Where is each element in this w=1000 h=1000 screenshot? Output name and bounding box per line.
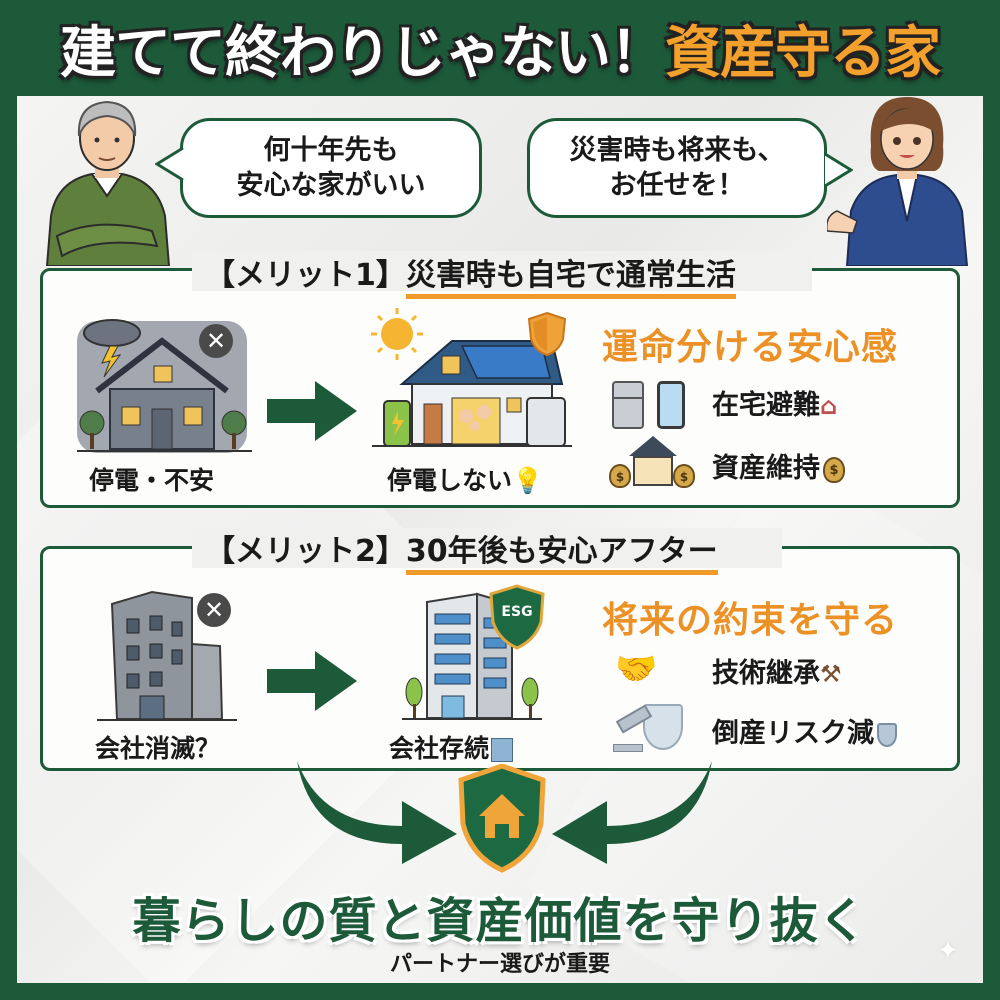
title-backdrop bbox=[192, 251, 812, 291]
collapsed-building-icon bbox=[97, 590, 237, 721]
merit-heading: 30年後も安心アフター bbox=[405, 534, 718, 575]
benefit-label: 在宅避難 bbox=[712, 390, 820, 421]
right-arrow-icon bbox=[267, 381, 357, 441]
title-backdrop bbox=[192, 528, 782, 568]
bubble-line: 何十年先も bbox=[263, 134, 399, 166]
house-icon: ⌂ bbox=[820, 392, 838, 420]
hammer-icon: ⚒ bbox=[820, 660, 842, 688]
content-panel: 何十年先も 安心な家がいい 災害時も将来も、 お任せを！ 【メリット1】災害時も… bbox=[17, 96, 983, 983]
merit-2-title: 【メリット2】30年後も安心アフター bbox=[197, 526, 726, 575]
merit-1-headline: 運命分ける安心感 bbox=[602, 327, 899, 368]
header: 建てて終わりじゃない！資産守る家 bbox=[0, 0, 1000, 96]
benefit-label: 資産維持 bbox=[712, 453, 820, 484]
merit-1-title: 【メリット1】災害時も自宅で通常生活 bbox=[197, 250, 744, 299]
benefit-label: 技術継承 bbox=[712, 658, 820, 689]
title-main: 建てて終わりじゃない！ bbox=[60, 20, 666, 86]
after-caption: 会社存続 bbox=[389, 729, 514, 765]
after-caption: 停電しない💡 bbox=[387, 461, 543, 497]
customer-speech-bubble: 何十年先も 安心な家がいい bbox=[180, 118, 482, 218]
curved-arrow-left-icon bbox=[552, 761, 712, 864]
lightbulb-icon: 💡 bbox=[512, 466, 544, 495]
merit-2-headline: 将来の約束を守る bbox=[602, 600, 899, 641]
after-caption-text: 停電しない bbox=[387, 466, 513, 495]
footer-subline: パートナー選びが重要 bbox=[389, 952, 610, 977]
speech-tail bbox=[155, 146, 184, 182]
right-arrow-icon bbox=[267, 651, 357, 711]
x-mark-icon: ✕ bbox=[199, 324, 233, 358]
bubble-line: 災害時も将来も、 bbox=[569, 134, 785, 166]
page-title: 建てて終わりじゃない！資産守る家 bbox=[60, 8, 941, 89]
benefit-item: 技術継承⚒ bbox=[712, 651, 842, 690]
after-caption-text: 会社存続 bbox=[389, 734, 490, 763]
merit-label: 【メリット1】 bbox=[205, 258, 406, 293]
elderly-man-illustration bbox=[45, 100, 171, 266]
house-with-money-bags-icon: $ $ bbox=[607, 436, 697, 491]
speech-tail bbox=[824, 152, 853, 188]
benefit-item: 倒産リスク減 bbox=[712, 711, 897, 750]
handshake-icon: 🤝 bbox=[615, 649, 658, 689]
benefit-item: 在宅避難⌂ bbox=[712, 383, 837, 422]
footer-headline: 暮らしの質と資産価値を守り抜く bbox=[132, 893, 868, 949]
bubble-line: 安心な家がいい bbox=[236, 170, 426, 201]
esg-shield-icon bbox=[489, 584, 545, 650]
money-bag-icon: $ bbox=[823, 456, 845, 483]
curved-arrow-right-icon bbox=[297, 761, 457, 864]
office-building-icon bbox=[491, 738, 514, 762]
gavel-shield-icon bbox=[613, 704, 689, 752]
sparkle-icon: ✦ bbox=[937, 936, 959, 966]
benefit-item: 資産維持$ bbox=[712, 446, 845, 485]
shield-icon bbox=[877, 722, 897, 747]
bubble-line: お任せを！ bbox=[609, 170, 745, 201]
refrigerator-smartphone-icon bbox=[612, 381, 700, 431]
merit-label: 【メリット2】 bbox=[205, 534, 406, 569]
merit-heading: 災害時も自宅で通常生活 bbox=[405, 258, 736, 299]
benefit-label: 倒産リスク減 bbox=[712, 718, 874, 749]
x-mark-icon: ✕ bbox=[197, 593, 231, 627]
esg-badge: ESG bbox=[501, 604, 533, 620]
home-shield-icon bbox=[458, 764, 546, 873]
before-caption: 停電・不安 bbox=[89, 466, 215, 495]
office-building-icon bbox=[402, 592, 542, 720]
before-caption: 会社消滅？ bbox=[95, 734, 221, 763]
advisor-speech-bubble: 災害時も将来も、 お任せを！ bbox=[527, 118, 827, 218]
shield-icon bbox=[527, 311, 567, 357]
title-accent: 資産守る家 bbox=[665, 20, 941, 86]
advisor-illustration bbox=[827, 97, 969, 266]
